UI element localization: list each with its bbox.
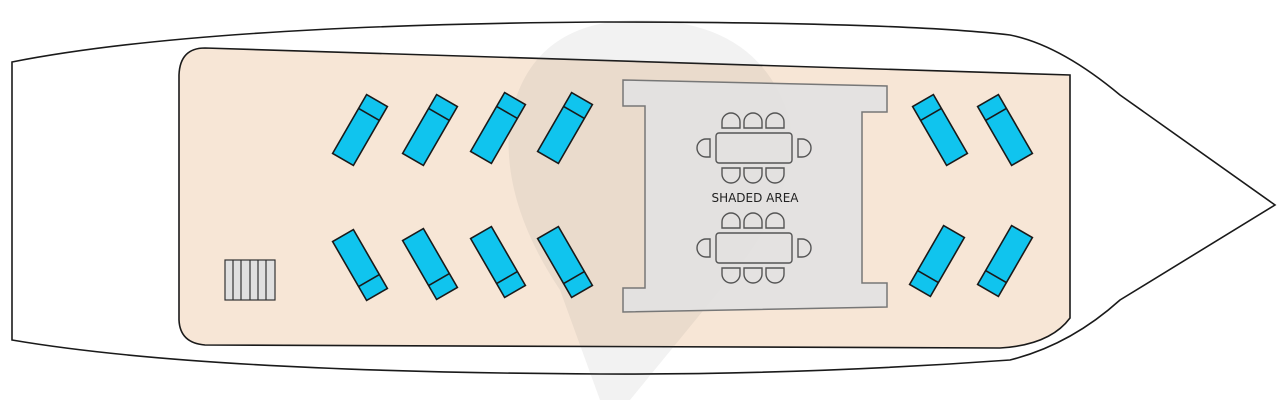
sunbeds	[331, 91, 1034, 302]
sunbed	[536, 91, 594, 165]
sunbed	[469, 91, 527, 165]
sunbed	[401, 227, 459, 301]
shaded-area-label: SHADED AREA	[711, 191, 799, 205]
sunbed	[911, 93, 969, 167]
stairs	[224, 259, 276, 301]
sunbed	[331, 228, 389, 302]
sunbed	[976, 224, 1034, 298]
sunbed	[908, 224, 966, 298]
sunbed	[976, 93, 1034, 167]
dining-table-2	[696, 212, 812, 284]
sunbed	[331, 93, 389, 167]
sunbed	[469, 225, 527, 299]
dining-table-1	[696, 112, 812, 184]
shaded-area	[622, 79, 888, 313]
sunbed	[401, 93, 459, 167]
sunbed	[536, 225, 594, 299]
